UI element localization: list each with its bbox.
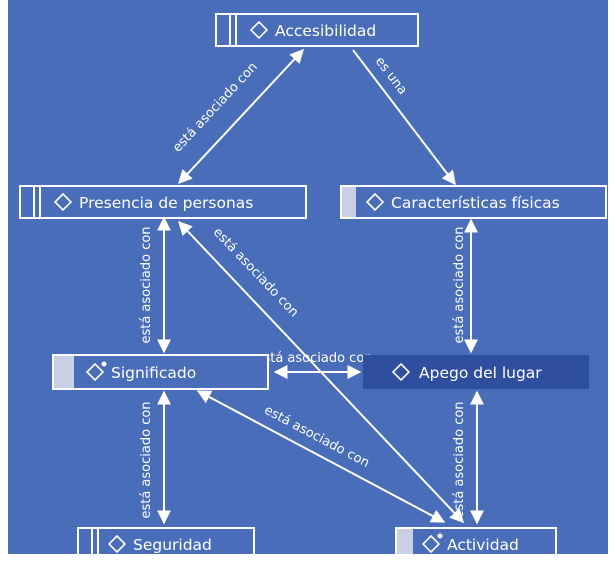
diamond-icon xyxy=(53,192,73,212)
diamond-icon xyxy=(85,362,105,382)
node-presencia-label: Presencia de personas xyxy=(79,194,253,212)
node-apego-del-lugar[interactable]: Apego del lugar xyxy=(363,355,589,389)
edge-significado-actividad xyxy=(196,390,446,523)
diamond-icon xyxy=(249,20,269,40)
node-accesibilidad-label: Accesibilidad xyxy=(275,22,376,40)
diagram-svg: está asociado con es una está asociado c… xyxy=(8,0,608,554)
node-accesibilidad[interactable]: Accesibilidad xyxy=(215,13,419,47)
node-seguridad[interactable]: Seguridad xyxy=(77,527,255,554)
edge-label-apego-actividad: está asociado con xyxy=(452,401,467,518)
node-actividad-label: Actividad xyxy=(447,536,519,554)
node-actividad[interactable]: Actividad xyxy=(395,527,557,554)
node-apego-label: Apego del lugar xyxy=(419,364,542,382)
edge-label-presencia-significado: está asociado con xyxy=(139,226,154,343)
node-significado[interactable]: Significado xyxy=(52,354,269,390)
diamond-icon xyxy=(421,534,441,554)
node-caracteristicas-fisicas[interactable]: Características físicas xyxy=(340,185,607,219)
node-presencia-de-personas[interactable]: Presencia de personas xyxy=(19,185,307,219)
diamond-icon xyxy=(365,192,385,212)
edge-label-caracteristicas-apego: está asociado con xyxy=(452,226,467,343)
edge-presencia-accesibilidad xyxy=(178,48,304,185)
edge-label-significado-seguridad: está asociado con xyxy=(139,401,154,518)
diagram-background xyxy=(8,0,608,554)
node-seguridad-label: Seguridad xyxy=(133,536,212,554)
edge-accesibilidad-caracteristicas xyxy=(352,49,456,186)
node-caracteristicas-label: Características físicas xyxy=(391,194,560,212)
diamond-icon xyxy=(107,534,127,554)
diamond-icon xyxy=(391,362,411,382)
diagram-canvas: está asociado con es una está asociado c… xyxy=(8,0,608,554)
node-significado-label: Significado xyxy=(111,364,196,382)
